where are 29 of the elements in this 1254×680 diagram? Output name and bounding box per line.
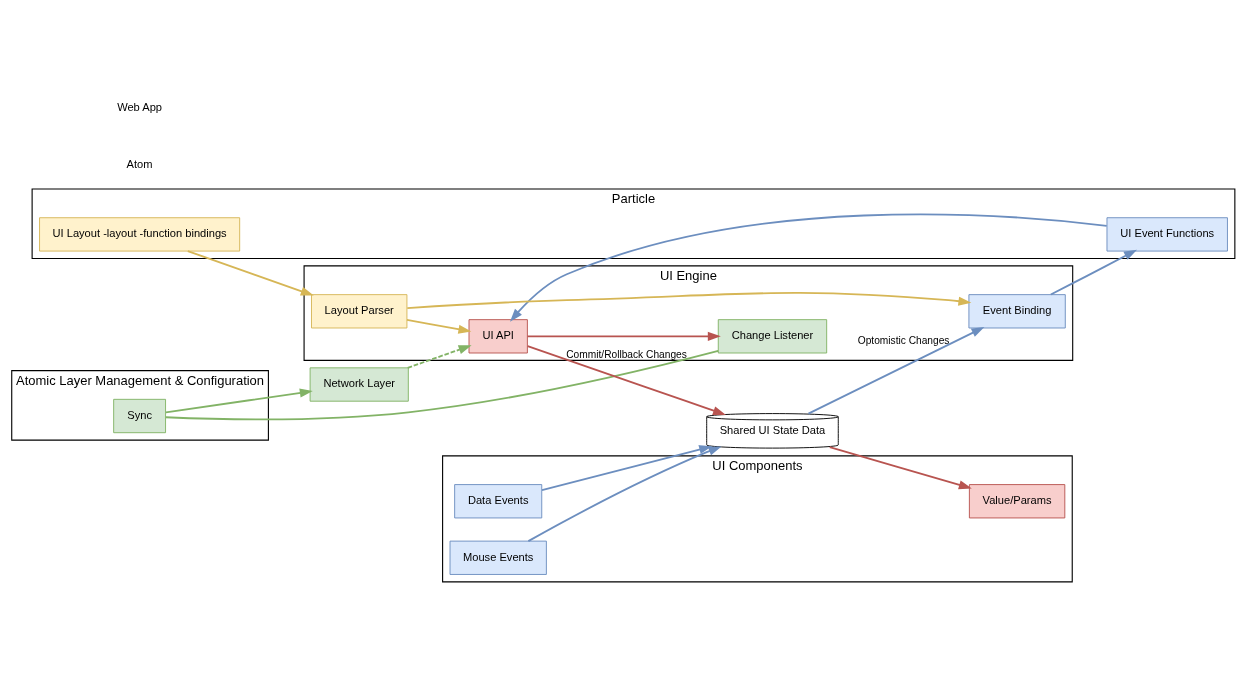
node-box: Data Events [454,483,543,518]
arrow [186,249,314,296]
arrow [526,344,726,415]
arrow [406,344,472,369]
label: Atom [126,157,153,170]
node-box: Value/Params [968,483,1066,518]
node-box: Mouse Events [449,540,547,575]
arrow [406,291,972,309]
arrow [165,387,313,413]
node-box: Network Layer [309,366,409,402]
label: Web App [117,100,163,113]
arrow [527,445,722,542]
arrow [526,331,721,341]
node-box: Event Binding [968,293,1066,328]
edge-label: Optomistic Changes [857,334,950,346]
connector [164,349,720,420]
node-box: UI Event Functions [1106,216,1228,252]
edge-label: Commit/Rollback Changes [566,348,687,360]
node-box: UI Layout -layout -function bindings [39,216,241,252]
node-box: Layout Parser [311,293,408,328]
node-box: Sync [113,398,166,433]
arrow [509,212,1108,322]
node-box: Change Listener [717,318,828,353]
arrow [807,326,985,414]
arrow [1049,249,1137,295]
arrow [541,444,713,491]
arrow [406,318,472,334]
arrow [828,445,972,489]
node-box: UI API [468,318,528,353]
